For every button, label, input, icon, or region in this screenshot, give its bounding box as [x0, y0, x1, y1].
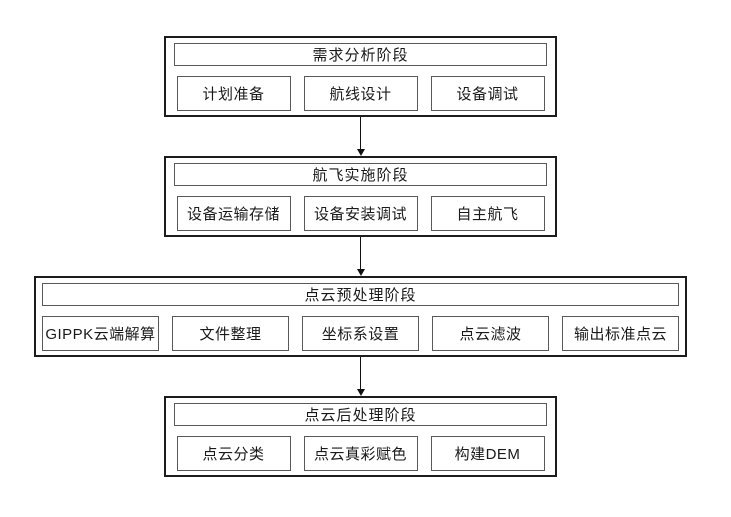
step-pointcloud-classification: 点云分类: [176, 436, 291, 471]
stage-title-label: 航飞实施阶段: [312, 167, 409, 184]
step-plan-preparation: 计划准备: [176, 76, 291, 111]
arrow-head: [356, 389, 365, 396]
step-route-design: 航线设计: [303, 76, 418, 111]
step-device-debugging: 设备调试: [430, 76, 545, 111]
flow-down-arrow-icon: [356, 237, 365, 276]
stage-requirements-analysis: 需求分析阶段 计划准备 航线设计 设备调试: [164, 36, 557, 117]
step-pointcloud-filtering: 点云滤波: [432, 316, 549, 351]
step-gippk-cloud-solution: GIPPK云端解算: [42, 316, 159, 351]
stage-flight-implementation: 航飞实施阶段 设备运输存储 设备安装调试 自主航飞: [164, 156, 557, 237]
flow-down-arrow-icon: [356, 357, 365, 396]
stage-title-label: 需求分析阶段: [312, 47, 409, 64]
step-coordinate-system-setup: 坐标系设置: [302, 316, 419, 351]
arrow-line: [360, 357, 361, 389]
stage-title-box: 点云后处理阶段: [174, 403, 547, 426]
stage-title-label: 点云预处理阶段: [304, 287, 417, 304]
step-pointcloud-true-color: 点云真彩赋色: [303, 436, 418, 471]
step-output-standard-pointcloud: 输出标准点云: [562, 316, 679, 351]
step-row: 设备运输存储 设备安装调试 自主航飞: [174, 196, 547, 231]
step-equipment-transport-storage: 设备运输存储: [176, 196, 291, 231]
step-row: GIPPK云端解算 文件整理 坐标系设置 点云滤波 输出标准点云: [42, 316, 679, 351]
step-row: 点云分类 点云真彩赋色 构建DEM: [174, 436, 547, 471]
stage-pointcloud-preprocessing: 点云预处理阶段 GIPPK云端解算 文件整理 坐标系设置 点云滤波 输出标准点云: [34, 276, 687, 357]
arrow-line: [360, 117, 361, 149]
stage-title-label: 点云后处理阶段: [304, 407, 417, 424]
step-build-dem: 构建DEM: [430, 436, 545, 471]
step-row: 计划准备 航线设计 设备调试: [174, 76, 547, 111]
stage-pointcloud-postprocessing: 点云后处理阶段 点云分类 点云真彩赋色 构建DEM: [164, 396, 557, 477]
arrow-head: [356, 149, 365, 156]
stage-title-box: 航飞实施阶段: [174, 163, 547, 186]
flow-down-arrow-icon: [356, 117, 365, 156]
step-file-organization: 文件整理: [172, 316, 289, 351]
stage-title-box: 点云预处理阶段: [42, 283, 679, 306]
flowchart: 需求分析阶段 计划准备 航线设计 设备调试 航飞实施阶段 设备运输存储 设备安装…: [0, 36, 726, 477]
arrow-line: [360, 237, 361, 269]
step-autonomous-flight: 自主航飞: [430, 196, 545, 231]
arrow-head: [356, 269, 365, 276]
stage-title-box: 需求分析阶段: [174, 43, 547, 66]
step-equipment-install-debug: 设备安装调试: [303, 196, 418, 231]
